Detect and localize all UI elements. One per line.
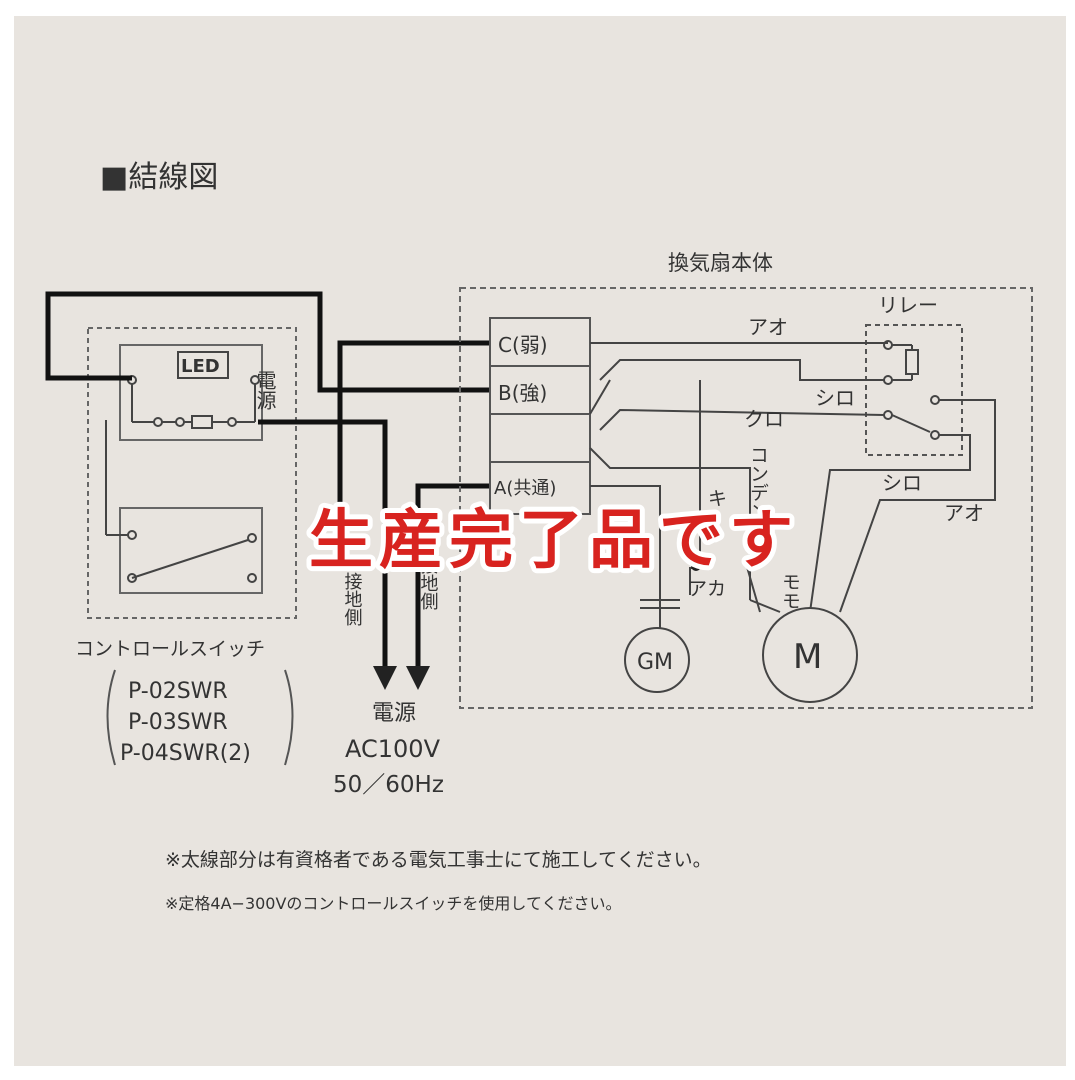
- internal-wiring: [589, 342, 996, 630]
- discontinued-overlay: 生産完了品です: [309, 504, 799, 578]
- terminal-c: C(弱): [498, 333, 548, 357]
- note-2: ※定格4A−300Vのコントロールスイッチを使用してください。: [165, 894, 621, 913]
- earth-side-label: 接地側: [342, 572, 363, 626]
- relay-box: [865, 324, 963, 456]
- led-circuit: [127, 375, 260, 429]
- gear-motor-label: GM: [637, 650, 673, 675]
- fan-motor-label: M: [793, 637, 822, 677]
- wire-label-ao-top: アオ: [748, 315, 788, 339]
- controller-bracket-right: [284, 669, 294, 766]
- wire-label-condenser: コンデンサ: [747, 445, 769, 540]
- wire-label-ki: キ: [708, 488, 727, 510]
- controller-bracket-left: [106, 669, 116, 766]
- switch-section: [119, 507, 263, 594]
- gear-motor-symbol: [624, 627, 690, 693]
- controller-model-3: P-04SWR(2): [120, 741, 251, 766]
- switch-contacts: [105, 420, 257, 583]
- power-source-line3: 50／60Hz: [333, 772, 444, 798]
- wire-label-kuro: クロ: [744, 407, 784, 431]
- led-section: [119, 344, 263, 441]
- power-source-line1: 電源: [372, 701, 416, 726]
- field-wiring: [45, 291, 490, 670]
- power-source-line2: AC100V: [345, 735, 441, 763]
- relay-internals: [883, 340, 940, 440]
- terminal-a: A(共通): [494, 478, 556, 499]
- controller-title: コントロールスイッチ: [75, 638, 265, 660]
- fan-unit-box: [459, 287, 1033, 709]
- wire-label-ao-bottom: アオ: [944, 501, 984, 525]
- controller-model-2: P-03SWR: [128, 710, 228, 735]
- wire-label-shiro-1: シロ: [815, 386, 855, 410]
- diagram-title: ■結線図: [100, 160, 218, 195]
- relay-label: リレー: [878, 293, 938, 317]
- non-earth-side-label: 非接地側: [418, 538, 439, 610]
- wire-label-aka: アカ: [688, 578, 726, 600]
- led-indicator: [177, 351, 229, 379]
- fan-motor-symbol: [762, 607, 858, 703]
- control-switch-box: [87, 327, 297, 619]
- wire-label-shiro-2: シロ: [882, 471, 922, 495]
- led-label: LED: [181, 356, 220, 377]
- diagram-panel: [14, 16, 1066, 1066]
- terminal-block: [489, 317, 591, 515]
- note-1: ※太線部分は有資格者である電気工事士にて施工してください。: [165, 849, 712, 871]
- unit-label: 換気扇本体: [668, 251, 773, 275]
- controller-model-1: P-02SWR: [128, 679, 228, 704]
- junction-dot: [691, 561, 701, 571]
- wire-label-momo: モモ: [779, 572, 801, 610]
- terminal-b: B(強): [498, 381, 547, 405]
